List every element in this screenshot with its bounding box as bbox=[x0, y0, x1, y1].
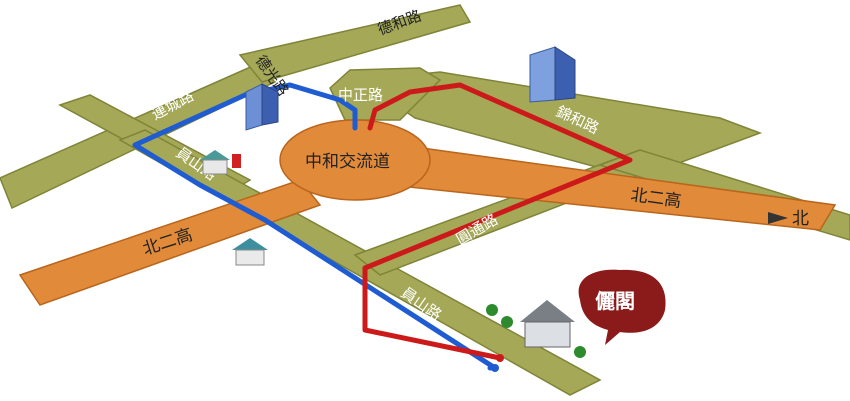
label-interchange: 中和交流道 bbox=[305, 152, 390, 172]
destination-house-icon bbox=[486, 300, 586, 358]
post-office-icon bbox=[200, 150, 241, 175]
brand-name: 儷閣 bbox=[595, 289, 635, 313]
road-right-diagonal bbox=[357, 71, 763, 171]
house-icon bbox=[232, 238, 268, 266]
route-blue-north bbox=[132, 82, 358, 148]
label-north: 北 bbox=[792, 209, 809, 229]
brand-callout: 儷閣 bbox=[578, 269, 666, 345]
tower-building-icon bbox=[529, 46, 576, 103]
route-end-dot-red bbox=[496, 354, 504, 362]
route-end-dot bbox=[491, 364, 499, 372]
road-top-right bbox=[238, 4, 472, 83]
office-building-icon bbox=[245, 83, 279, 131]
road-southwest-diagonal bbox=[118, 129, 602, 396]
route-red bbox=[362, 82, 633, 361]
label-center-north: 中正路 bbox=[338, 86, 383, 104]
north-arrow-icon bbox=[768, 212, 788, 224]
